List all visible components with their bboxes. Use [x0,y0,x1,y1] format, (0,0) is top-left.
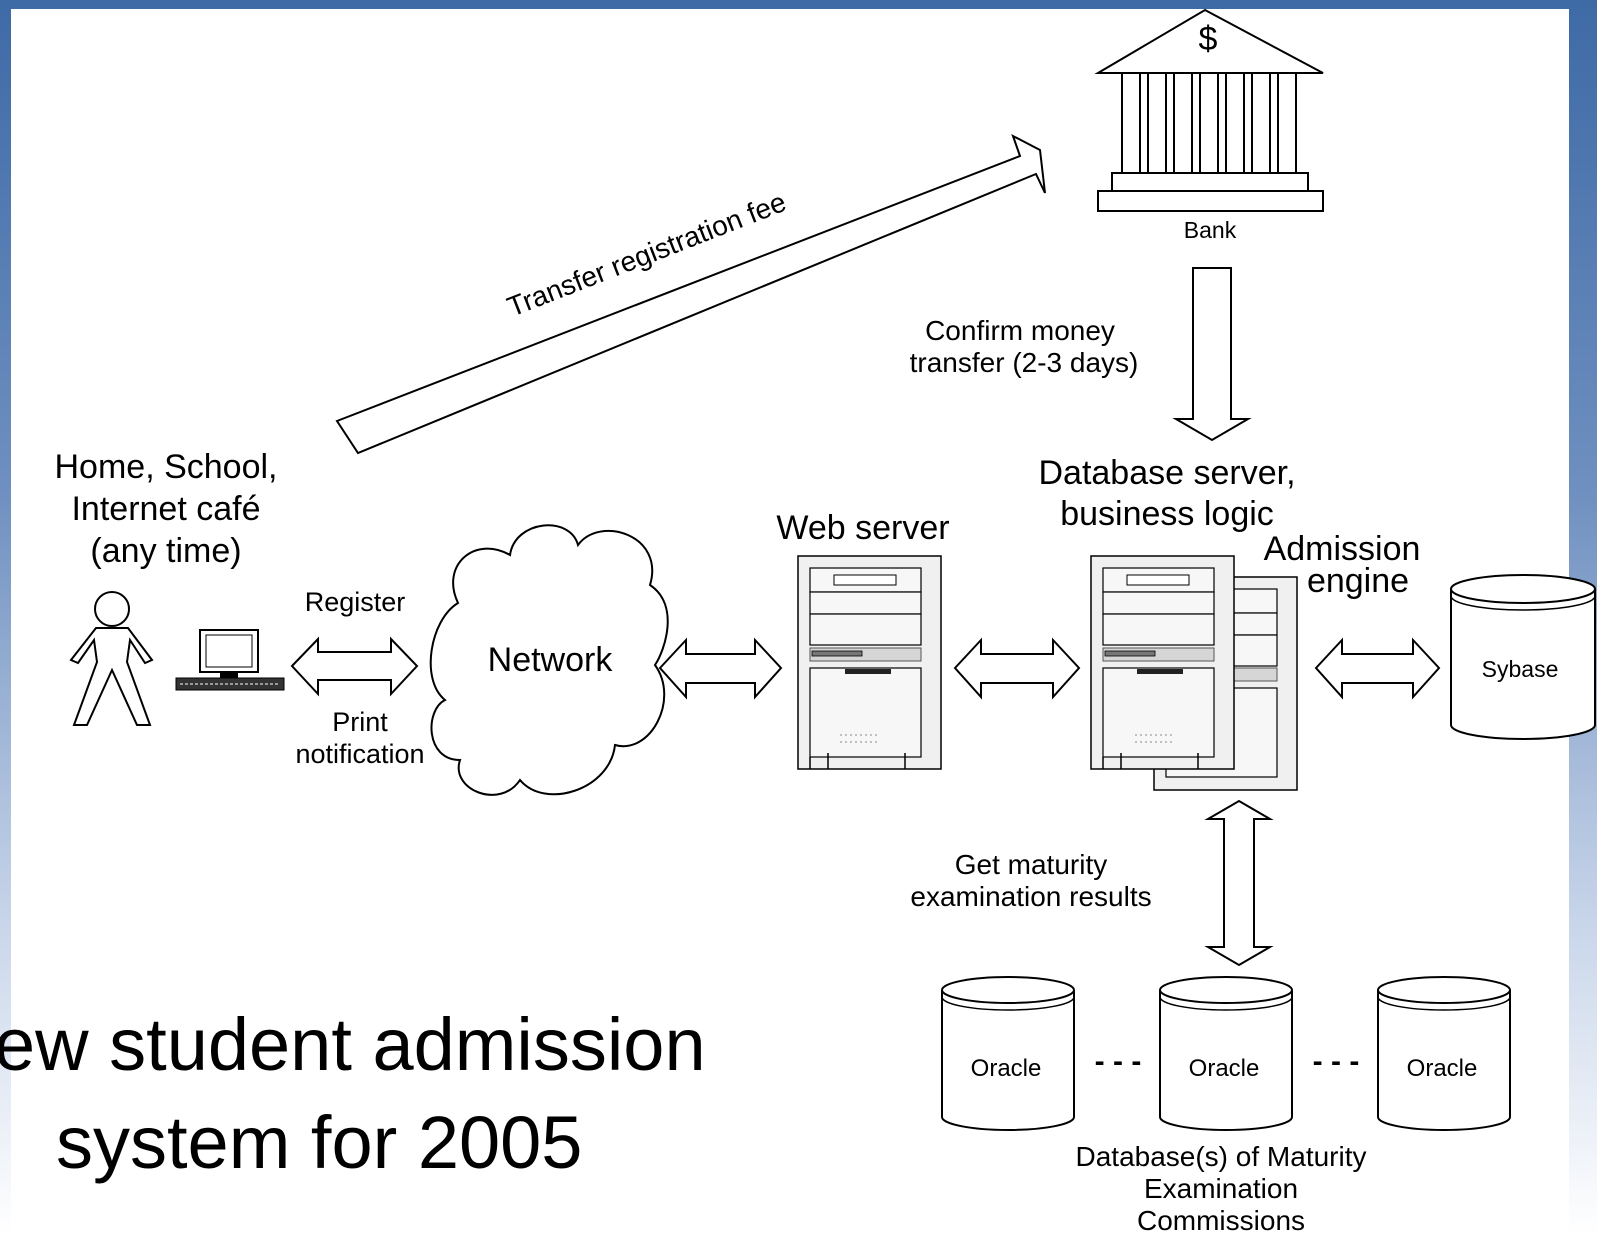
print-label-line2: notification [295,739,424,769]
network-cloud [429,524,669,796]
person-icon [69,591,154,726]
register-print-arrow [290,636,419,697]
slide-frame-top [0,0,1597,9]
commissions-label-line3: Commissions [1137,1205,1305,1236]
client-location-line2: Internet café [71,490,260,528]
bank-icon [1094,8,1324,212]
transfer-arrow [335,133,1046,455]
oracle-separator-2: - - - [1313,1045,1360,1078]
oracle-cylinder-3 [1377,976,1511,1131]
sybase-label: Sybase [1482,656,1559,682]
slide-title-line1: ew student admission [0,1003,706,1086]
confirm-label-line1: Confirm money [925,315,1115,346]
network-label: Network [488,641,614,679]
client-location-line1: Home, School, [55,448,278,486]
admission-engine-label-line2: engine [1307,562,1409,600]
register-label: Register [305,587,406,617]
oracle-separator-1: - - - [1095,1045,1142,1078]
oracle-cylinder-1 [941,976,1075,1131]
web-server-icon [797,555,942,770]
web-db-arrow [953,637,1081,700]
bank-label: Bank [1184,217,1237,243]
database-server-icon [1090,555,1235,770]
db-server-label-line2: business logic [1060,495,1274,533]
commissions-label-line2: Examination [1144,1173,1298,1204]
db-server-label-line1: Database server, [1038,454,1295,492]
oracle-cylinder-2 [1159,976,1293,1131]
oracle-label-1: Oracle [971,1055,1042,1082]
bank-dollar-sign: $ [1199,20,1218,58]
slide-title-line2: system for 2005 [56,1101,582,1184]
confirm-label-line2: transfer (2-3 days) [910,347,1139,378]
web-server-label: Web server [776,509,949,547]
commissions-label-line1: Database(s) of Maturity [1076,1141,1367,1172]
oracle-label-3: Oracle [1407,1055,1478,1082]
get-results-label-line1: Get maturity [955,849,1107,880]
get-results-label-line2: examination results [910,881,1151,912]
confirm-arrow [1172,267,1252,442]
client-location-line3: (any time) [90,532,241,570]
sybase-cylinder [1450,574,1596,740]
computer-icon [175,629,285,691]
oracle-label-2: Oracle [1189,1055,1260,1082]
print-label-line1: Print [332,707,388,737]
network-web-arrow [658,637,783,700]
admission-engine-label-line1: Admission [1264,530,1421,568]
get-results-arrow [1204,799,1274,967]
slide-frame-left [0,0,11,1236]
db-sybase-arrow [1314,637,1441,700]
